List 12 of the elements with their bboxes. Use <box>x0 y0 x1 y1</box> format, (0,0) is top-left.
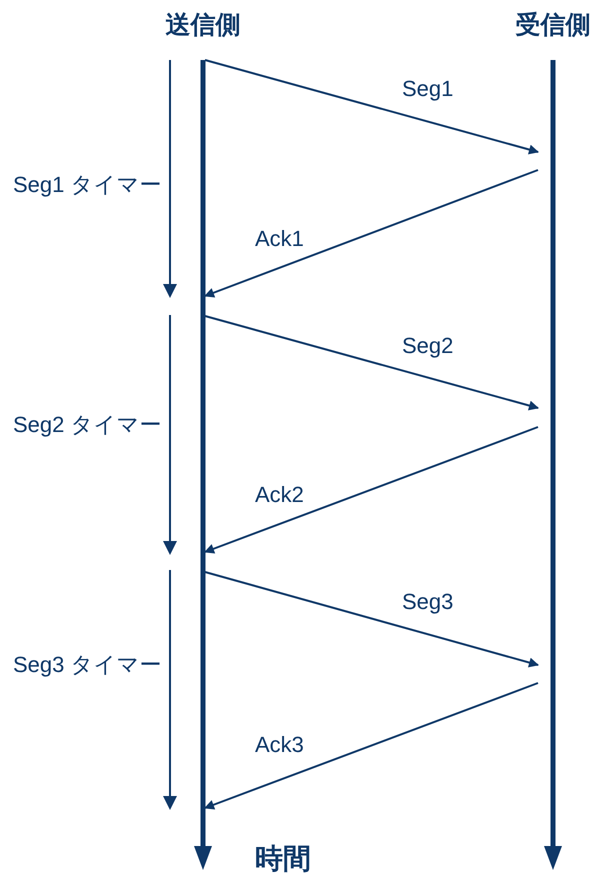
message-arrow <box>204 315 539 410</box>
timer-label: Seg2 タイマー <box>13 412 162 438</box>
message-arrow <box>204 682 538 810</box>
message-arrow <box>204 426 538 554</box>
message-arrow <box>204 571 539 668</box>
message-arrow <box>204 59 539 154</box>
axis-label: 時間 <box>255 842 311 876</box>
lifeline-header: 受信側 <box>514 10 592 41</box>
message-arrow <box>204 169 538 298</box>
timer-label: Seg1 タイマー <box>13 172 162 198</box>
lifeline-header: 送信側 <box>164 10 242 41</box>
timer-label: Seg3 タイマー <box>13 652 162 678</box>
